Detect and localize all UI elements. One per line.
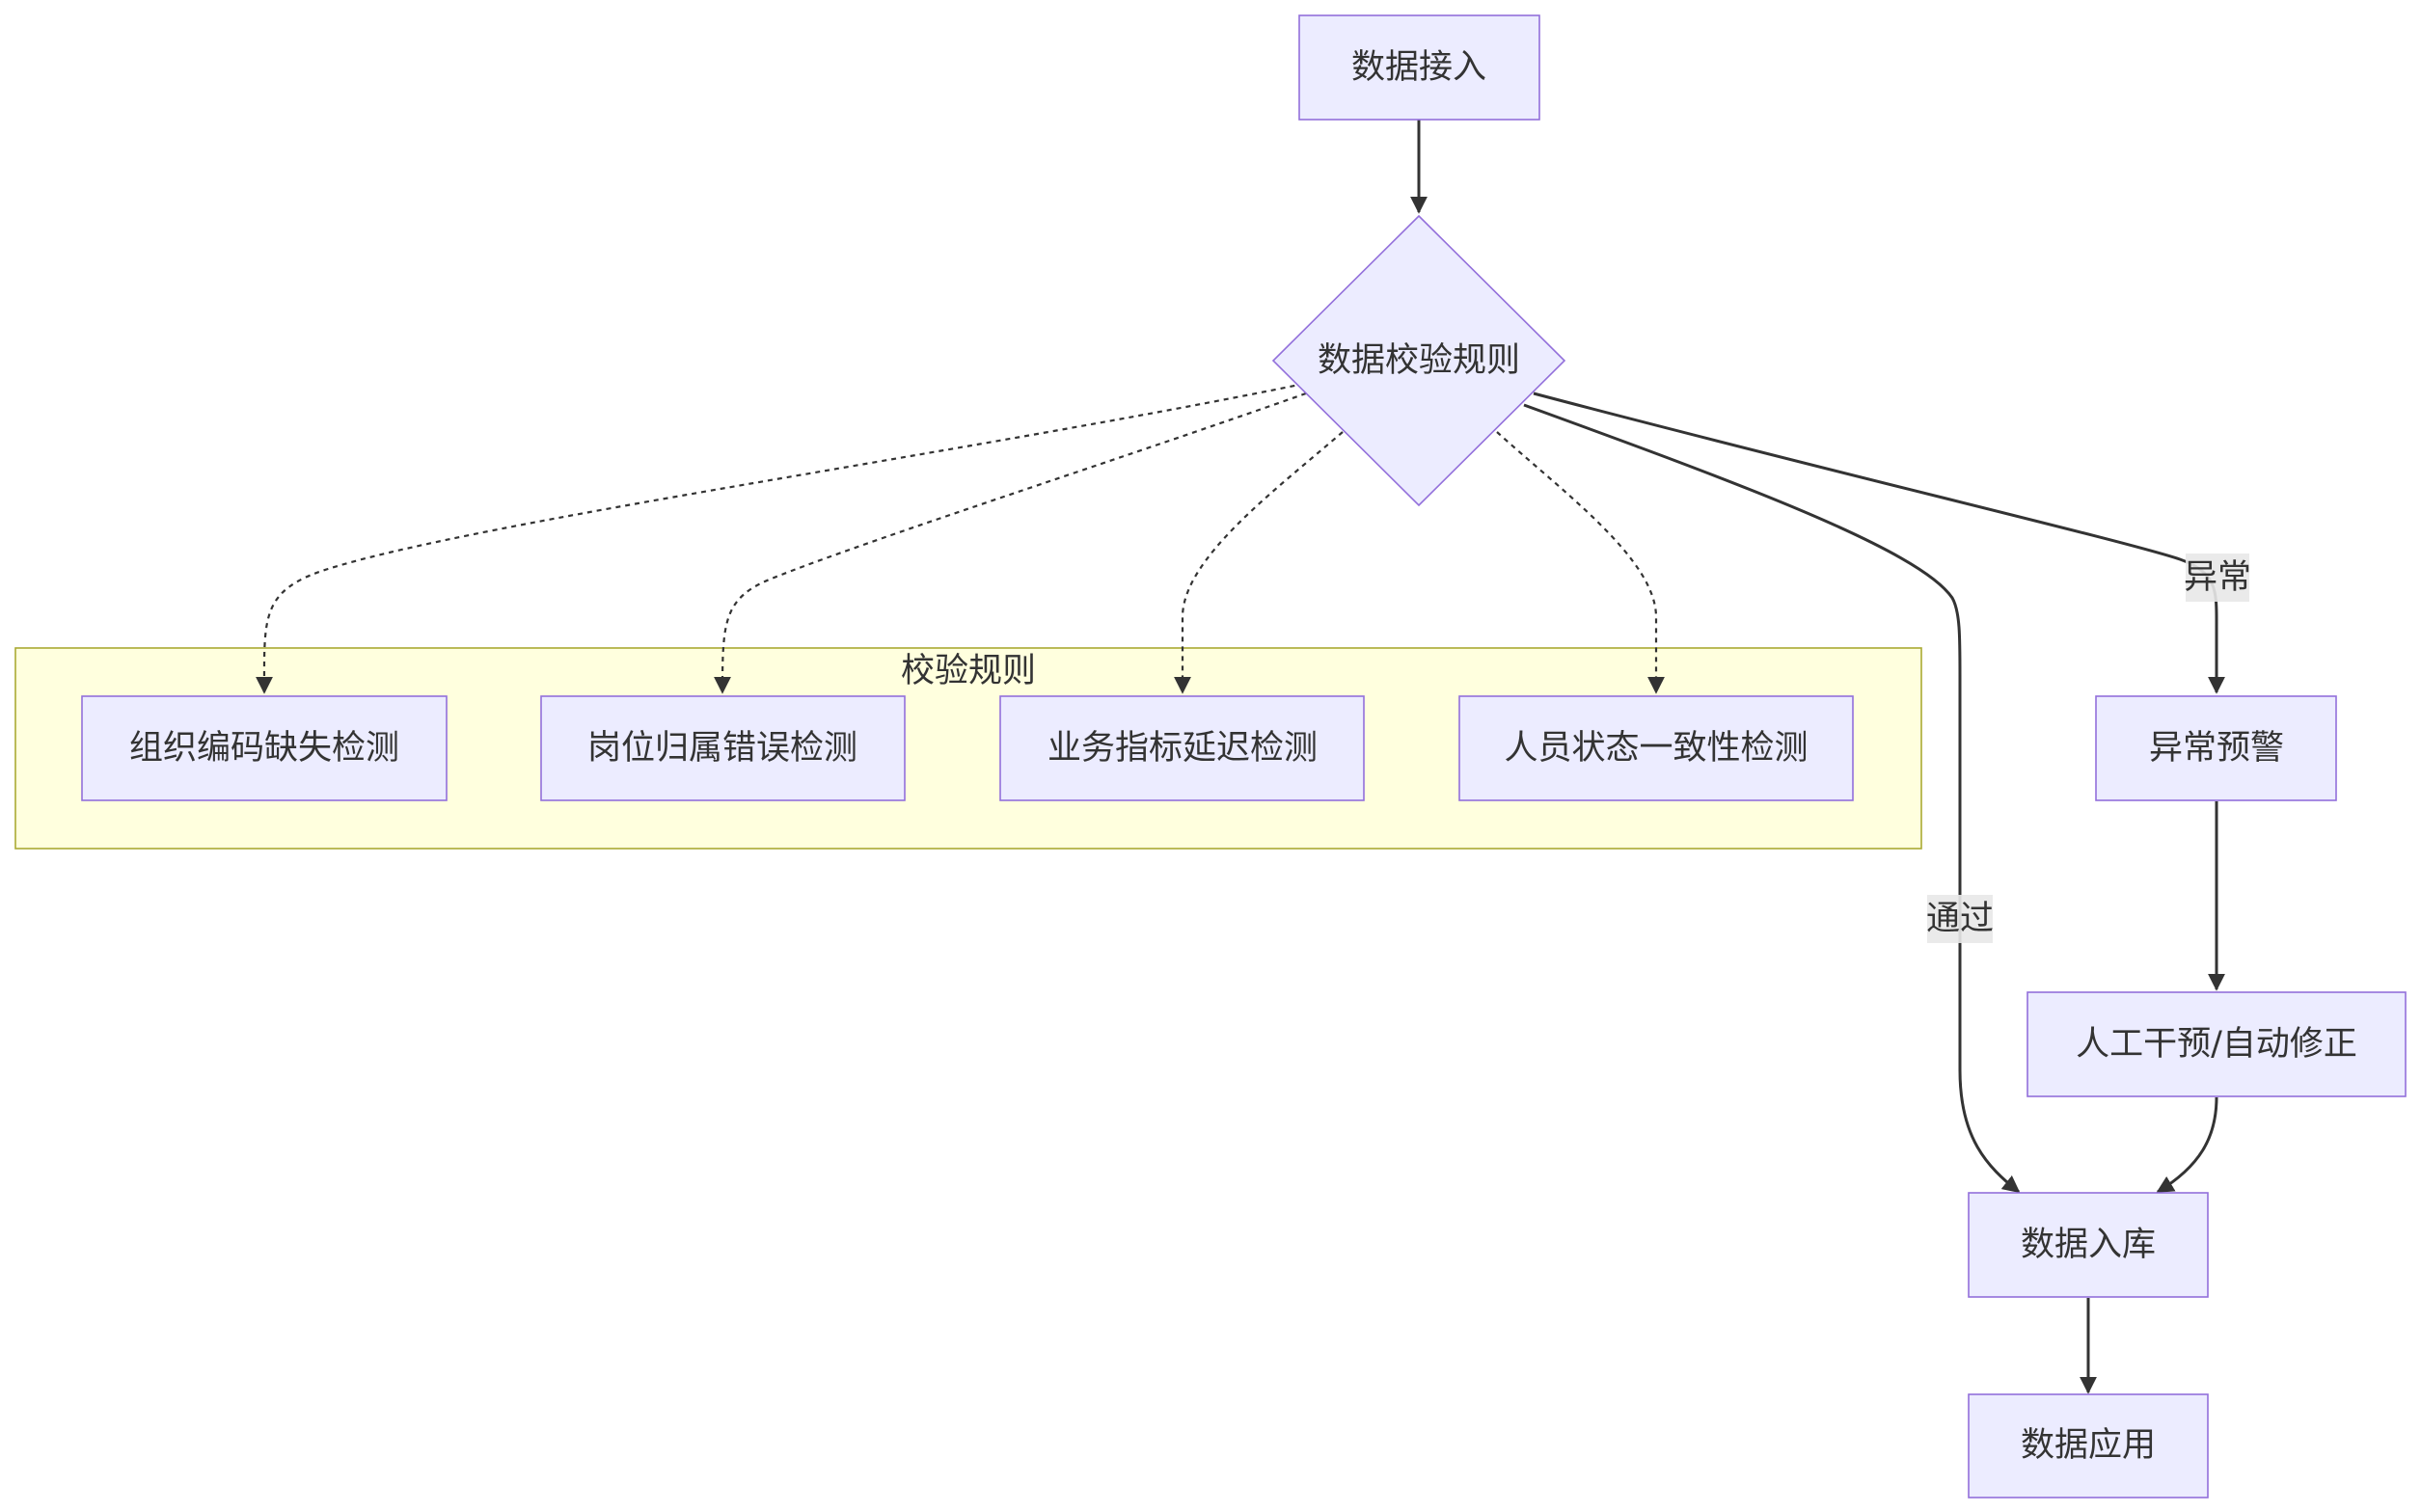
node-apply[interactable]: 数据应用 — [1968, 1393, 2209, 1498]
node-rule-post-box — [540, 695, 906, 801]
node-validate[interactable]: 数据校验规则 — [1271, 214, 1566, 507]
node-rule-person-label: 人员状态一致性检测 — [1504, 729, 1808, 768]
node-alert[interactable]: 异常预警 — [2095, 695, 2337, 801]
edge-validate-to-rule-metric — [1174, 431, 1344, 694]
node-store-box — [1968, 1192, 2209, 1298]
node-rule-org-label: 组织编码缺失检测 — [129, 729, 399, 768]
node-validate-label: 数据校验规则 — [1318, 341, 1520, 380]
node-rule-org-box — [81, 695, 448, 801]
node-rule-person-box — [1458, 695, 1854, 801]
node-rule-metric-label: 业务指标延迟检测 — [1047, 729, 1318, 768]
edge-label-pass-text: 通过 — [1926, 900, 1994, 938]
node-fix-label: 人工干预/自动修正 — [2076, 1025, 2357, 1064]
edge-label-pass-bg — [1927, 895, 1993, 943]
edge-label-abnormal-bg — [2186, 554, 2249, 602]
node-fix[interactable]: 人工干预/自动修正 — [2027, 991, 2407, 1097]
node-alert-label: 异常预警 — [2149, 729, 2284, 768]
node-store-label: 数据入库 — [2021, 1226, 2156, 1264]
edge-label-pass: 通过 — [1926, 895, 1994, 943]
node-ingest[interactable]: 数据接入 — [1298, 14, 1540, 121]
node-rule-post[interactable]: 岗位归属错误检测 — [540, 695, 906, 801]
edge-validate-to-rule-person — [1496, 431, 1665, 694]
node-rule-org[interactable]: 组织编码缺失检测 — [81, 695, 448, 801]
node-rule-metric[interactable]: 业务指标延迟检测 — [999, 695, 1365, 801]
edge-validate-to-rule-org — [255, 382, 1305, 694]
node-rule-metric-box — [999, 695, 1365, 801]
node-ingest-label: 数据接入 — [1351, 48, 1486, 87]
node-rule-person[interactable]: 人员状态一致性检测 — [1458, 695, 1854, 801]
node-validate-diamond — [1271, 214, 1566, 507]
edge-label-abnormal: 异常 — [2184, 554, 2251, 602]
edge-validate-to-store — [1523, 403, 2021, 1194]
node-apply-box — [1968, 1393, 2209, 1498]
node-apply-label: 数据应用 — [2021, 1426, 2156, 1465]
edge-validate-to-rule-post — [714, 392, 1307, 694]
node-alert-box — [2095, 695, 2337, 801]
node-ingest-box — [1298, 14, 1540, 121]
cluster-title: 校验规则 — [901, 652, 1036, 690]
node-store[interactable]: 数据入库 — [1968, 1192, 2209, 1298]
node-fix-box — [2027, 991, 2407, 1097]
node-rule-post-label: 岗位归属错误检测 — [587, 729, 857, 768]
edge-fix-to-store — [2156, 1096, 2218, 1194]
edge-label-abnormal-text: 异常 — [2184, 558, 2251, 597]
